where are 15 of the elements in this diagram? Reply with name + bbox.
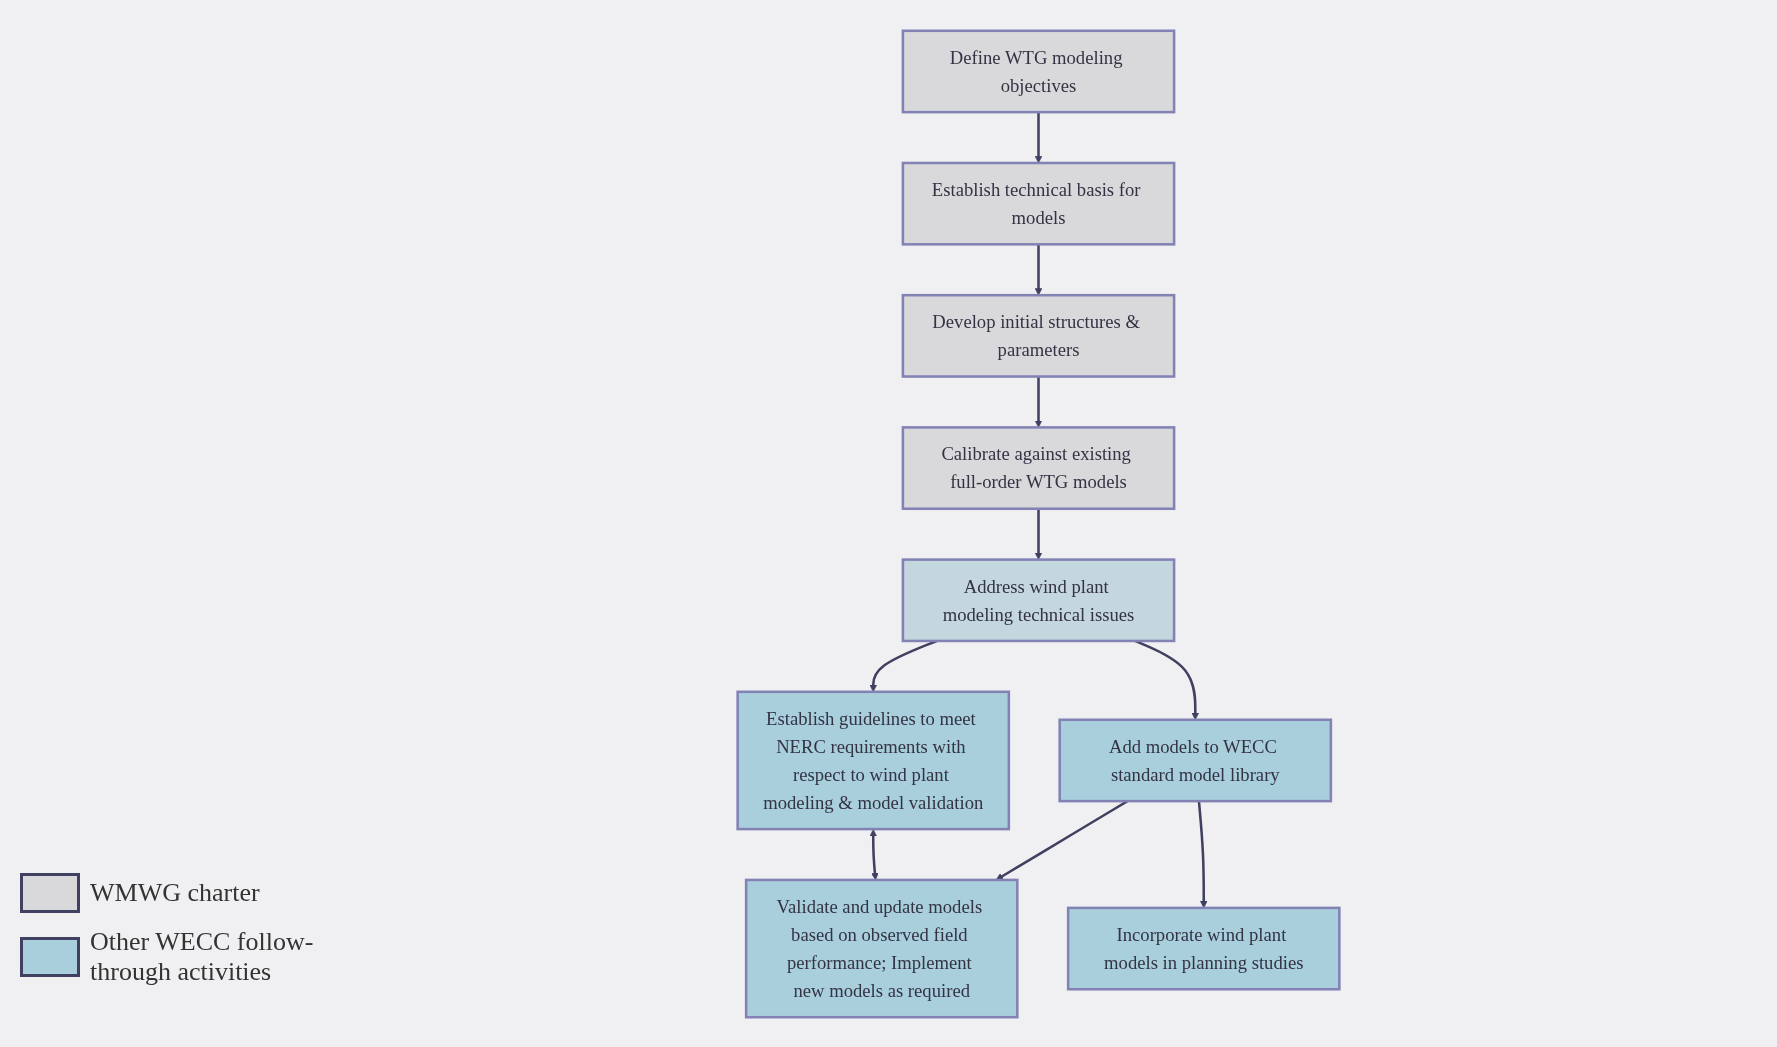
node-box: Establish technical basis for models (901, 161, 1176, 246)
legend-label: Other WECC follow-through activities (90, 927, 315, 987)
node-box: Calibrate against existing full-order WTG models (901, 425, 1176, 510)
node-box: Develop initial structures & parameters (901, 293, 1176, 378)
node-box: Validate and update models based on observed field performance; Implement new models as required (744, 878, 1019, 1018)
arrow (1034, 508, 1043, 560)
node-box: Incorporate wind plant models in planning studies (1066, 906, 1341, 990)
arrow (1197, 800, 1208, 908)
node-box: Add models to WECC standard model library (1058, 718, 1333, 802)
legend-label: WMWG charter (90, 878, 260, 908)
node-box: Address wind plant modeling technical issues (901, 557, 1176, 642)
node-box: Define WTG modeling objectives (901, 29, 1176, 113)
arrow (869, 828, 879, 880)
arrow (1034, 111, 1043, 163)
node-box: Establish guidelines to meet NERC requirements with respect to wind plant modeling & model validation (736, 690, 1011, 830)
